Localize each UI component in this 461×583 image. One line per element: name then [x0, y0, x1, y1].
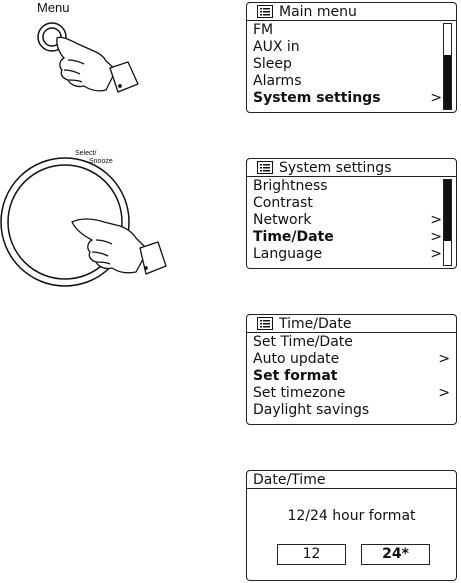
screen-title: System settings	[279, 160, 392, 176]
menu-item-label: Daylight savings	[253, 402, 369, 418]
chevron-right-icon: >	[430, 229, 442, 246]
list-menu-icon	[257, 161, 273, 174]
menu-item-daylight-savings[interactable]: Daylight savings	[253, 402, 456, 419]
menu-item-label: FM	[253, 22, 273, 38]
time-date-screen: Time/Date Set Time/Date Auto update > Set…	[246, 314, 457, 425]
menu-item-auto-update[interactable]: Auto update >	[253, 351, 456, 368]
menu-list: Set Time/Date Auto update > Set format Se…	[247, 333, 456, 419]
menu-item-aux-in[interactable]: AUX in	[253, 39, 456, 56]
scrollbar[interactable]	[443, 23, 452, 110]
option-12-hour[interactable]: 12	[277, 544, 346, 565]
option-24-hour[interactable]: 24*	[361, 544, 430, 565]
chevron-right-icon: >	[430, 90, 442, 107]
menu-item-set-timezone[interactable]: Set timezone >	[253, 385, 456, 402]
format-prompt: 12/24 hour format	[247, 508, 456, 524]
menu-item-set-format[interactable]: Set format	[253, 368, 456, 385]
menu-item-label: Set Time/Date	[253, 334, 353, 350]
menu-list: Brightness Contrast Network> Time/Date> …	[247, 177, 456, 263]
scrollbar[interactable]	[443, 179, 452, 266]
menu-item-label: AUX in	[253, 39, 300, 55]
menu-item-label: Language	[253, 246, 322, 262]
screen-title: Date/Time	[253, 472, 325, 488]
menu-label: Menu	[37, 0, 70, 15]
date-time-format-screen: Date/Time 12/24 hour format 12 24*	[246, 470, 457, 581]
chevron-right-icon: >	[438, 351, 450, 368]
main-menu-screen: Main menu FM AUX in Sleep Alarms System …	[246, 2, 457, 113]
menu-item-set-time-date[interactable]: Set Time/Date	[253, 334, 456, 351]
system-settings-screen: System settings Brightness Contrast Netw…	[246, 158, 457, 269]
pressing-hand-icon	[57, 37, 138, 92]
menu-item-label: Brightness	[253, 178, 328, 194]
list-menu-icon	[257, 5, 273, 18]
menu-item-alarms[interactable]: Alarms	[253, 73, 456, 90]
menu-item-label: Sleep	[253, 56, 292, 72]
select-label-line1: Select/	[75, 150, 113, 158]
menu-item-label: Auto update	[253, 351, 339, 367]
screen-header: Main menu	[247, 3, 456, 21]
select-label-line2: Snooze	[75, 158, 113, 166]
scrollbar-thumb[interactable]	[444, 55, 451, 109]
menu-item-system-settings[interactable]: System settings >	[253, 90, 456, 107]
menu-item-fm[interactable]: FM	[253, 22, 456, 39]
menu-item-network[interactable]: Network >	[253, 212, 456, 229]
menu-list: FM AUX in Sleep Alarms System settings >	[247, 21, 456, 107]
screen-header: Time/Date	[247, 315, 456, 333]
menu-item-time-date[interactable]: Time/Date >	[253, 229, 456, 246]
screen-header: System settings	[247, 159, 456, 177]
screen-title: Time/Date	[279, 316, 351, 332]
menu-item-label: Set timezone	[253, 385, 345, 401]
scrollbar-thumb[interactable]	[444, 180, 451, 241]
chevron-right-icon: >	[430, 212, 442, 229]
menu-item-sleep[interactable]: Sleep	[253, 56, 456, 73]
menu-item-label: Time/Date	[253, 229, 334, 245]
menu-item-label: Alarms	[253, 73, 302, 89]
chevron-right-icon: >	[438, 385, 450, 402]
screen-title: Main menu	[279, 4, 357, 20]
menu-item-language[interactable]: Language >	[253, 246, 456, 263]
chevron-right-icon: >	[430, 246, 442, 263]
list-menu-icon	[257, 317, 273, 330]
menu-item-label: System settings	[253, 90, 381, 106]
menu-item-label: Set format	[253, 368, 338, 384]
menu-item-label: Network	[253, 212, 311, 228]
menu-item-label: Contrast	[253, 195, 313, 211]
menu-item-brightness[interactable]: Brightness	[253, 178, 456, 195]
menu-item-contrast[interactable]: Contrast	[253, 195, 456, 212]
select-snooze-label: Select/ Snooze	[75, 150, 113, 166]
screen-header: Date/Time	[247, 471, 456, 489]
